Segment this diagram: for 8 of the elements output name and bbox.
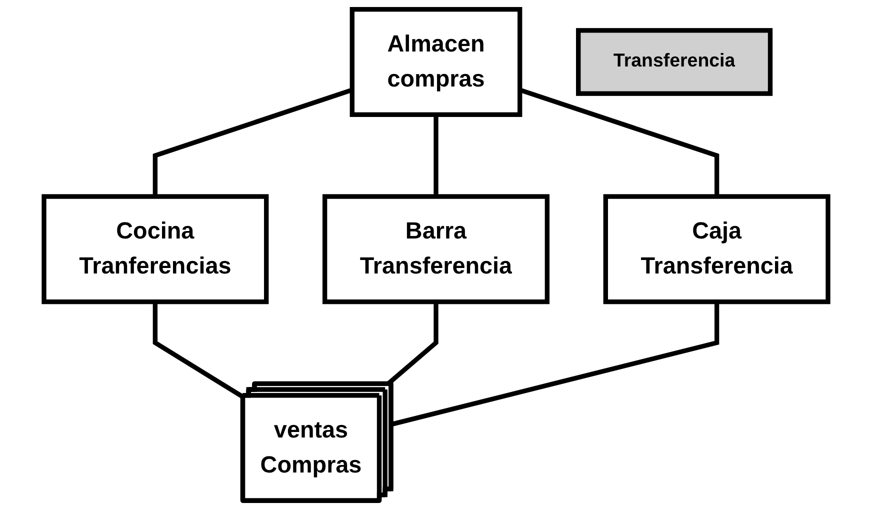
node-box: Transferencia — [576, 28, 773, 96]
node-box: Cocina Tranferencias — [42, 194, 269, 304]
node-box: Almacen compras — [350, 7, 522, 117]
node-box: Barra Transferencia — [322, 194, 550, 304]
connector — [390, 302, 720, 427]
node-box: Caja Transferencia — [603, 194, 830, 304]
connector — [434, 114, 438, 197]
connector — [152, 302, 245, 400]
